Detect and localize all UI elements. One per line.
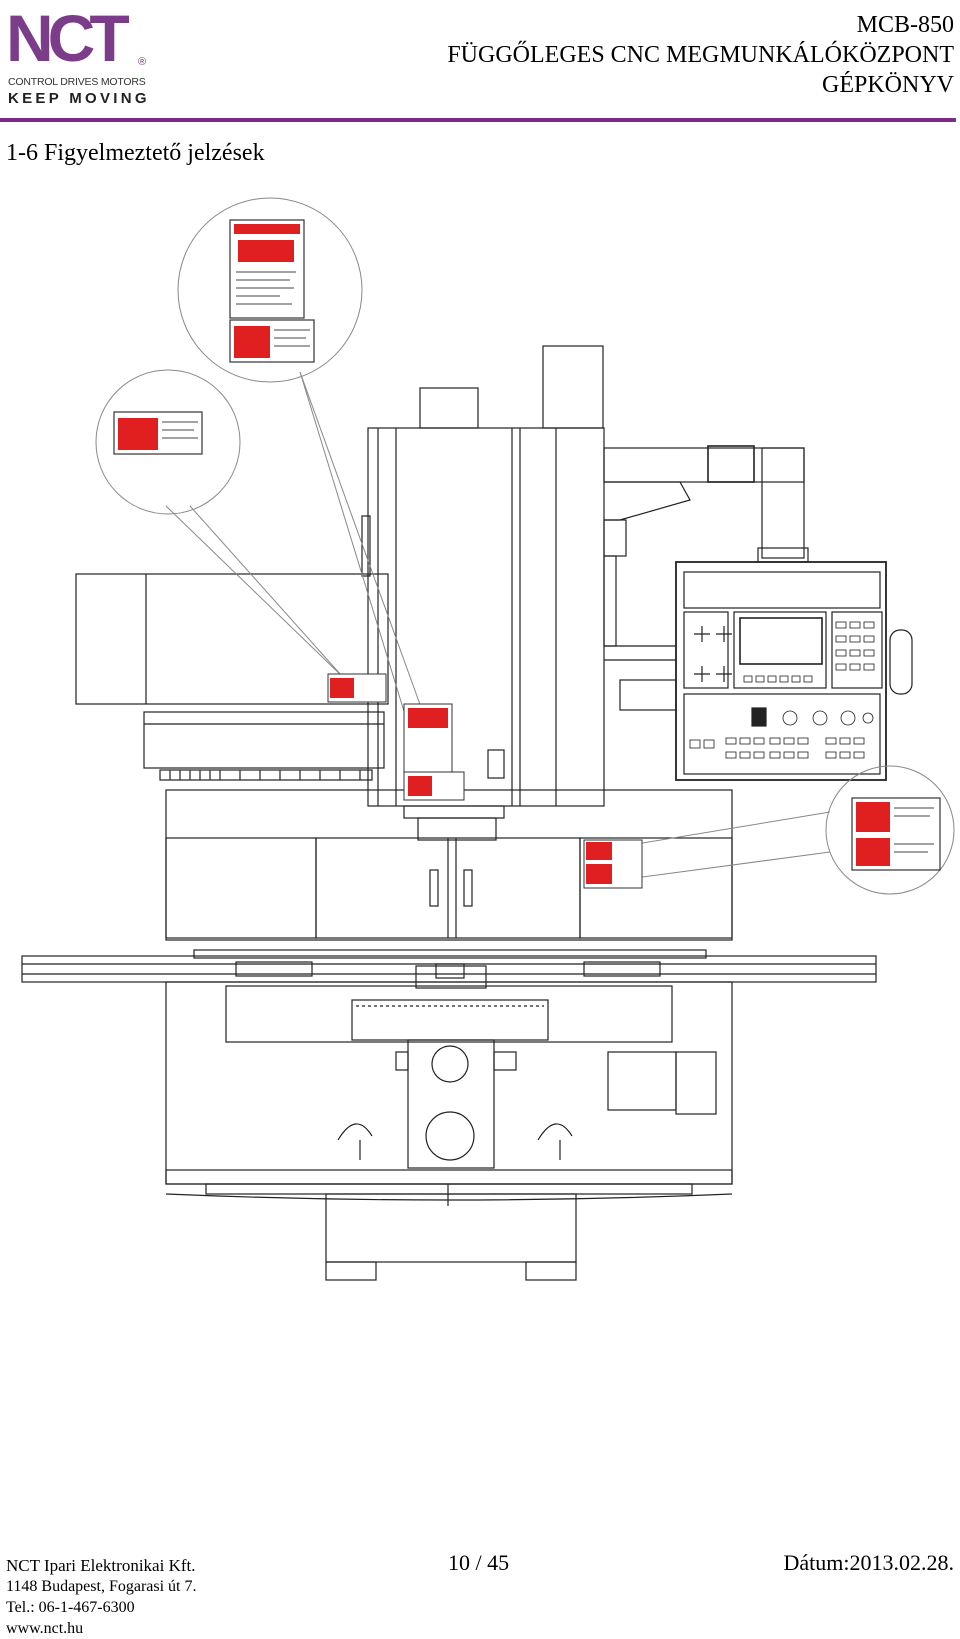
logo-mark: NCT (6, 1, 130, 75)
page-number: 10 / 45 (448, 1550, 510, 1575)
footer-address: 1148 Budapest, Fogarasi út 7. (6, 1578, 197, 1595)
label-callout-left (95, 369, 241, 515)
document-subtitle: GÉPKÖNYV (822, 72, 954, 98)
logo-tagline: CONTROL DRIVES MOTORS (8, 76, 146, 88)
warning-label-large-top (229, 219, 315, 363)
document-date: Dátum:2013.02.28. (783, 1550, 955, 1575)
section-title: 1-6 Figyelmeztető jelzések (6, 140, 265, 166)
footer-company: NCT Ipari Elektronikai Kft. (6, 1556, 196, 1575)
document-title: FÜGGŐLEGES CNC MEGMUNKÁLÓKÖZPONT (447, 42, 954, 68)
left-enclosure (75, 573, 389, 705)
footer-phone: Tel.: 06-1-467-6300 (6, 1599, 135, 1616)
motor-housing (419, 387, 479, 429)
warning-label-right (851, 797, 941, 871)
document-header: MCB-850 FÜGGŐLEGES CNC MEGMUNKÁLÓKÖZPONT… (447, 10, 954, 100)
header-divider (0, 118, 956, 122)
footer-contact: NCT Ipari Elektronikai Kft. 1148 Budapes… (6, 1555, 197, 1639)
warning-label-on-machine (327, 673, 643, 889)
pendant-arm (603, 447, 805, 483)
machine-base (165, 789, 733, 941)
label-callout-right (825, 765, 955, 895)
logo-slogan: KEEP MOVING (8, 90, 150, 107)
rear-column-block (542, 345, 604, 429)
label-callout-top (177, 197, 363, 383)
model-name: MCB-850 (856, 12, 954, 38)
logo-registered-mark: ® (138, 56, 147, 68)
footer-website[interactable]: www.nct.hu (6, 1620, 84, 1637)
nct-logo: NCT ® CONTROL DRIVES MOTORS KEEP MOVING (6, 1, 156, 108)
spindle-column (367, 427, 605, 807)
drive-motor (607, 1051, 677, 1111)
machine-drawing (21, 197, 955, 1281)
control-panel (675, 561, 887, 781)
y-axis-carriage (407, 1039, 495, 1169)
warning-label-left (113, 411, 203, 455)
